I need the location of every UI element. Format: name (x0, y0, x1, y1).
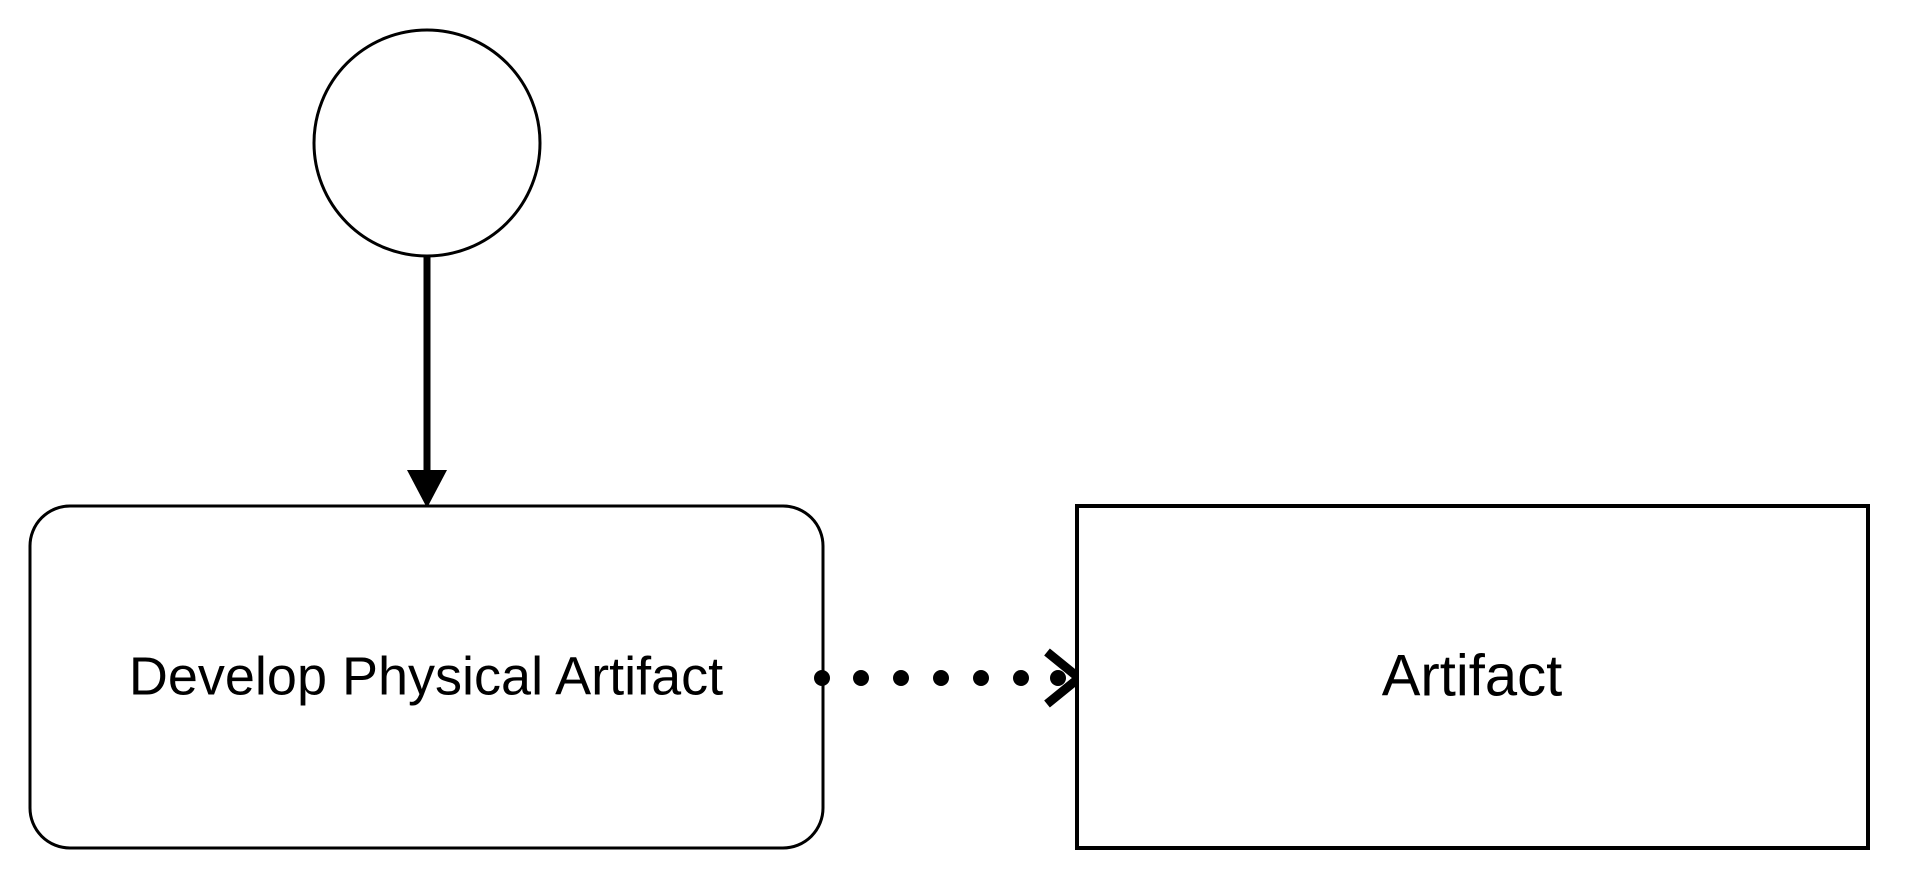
association-dot (1050, 670, 1066, 686)
association-dot (933, 670, 949, 686)
association-dot (814, 670, 830, 686)
association-dotted-line[interactable] (814, 670, 1066, 686)
data-object-label: Artifact (1382, 643, 1563, 708)
association-dot (893, 670, 909, 686)
association-dot (973, 670, 989, 686)
association-dot (853, 670, 869, 686)
sequence-flow-arrowhead-icon (407, 470, 447, 508)
task-label: Develop Physical Artifact (129, 646, 723, 706)
data-object-shape[interactable] (1075, 504, 1870, 850)
association-dot (1013, 670, 1029, 686)
start-event-circle[interactable] (312, 28, 542, 258)
